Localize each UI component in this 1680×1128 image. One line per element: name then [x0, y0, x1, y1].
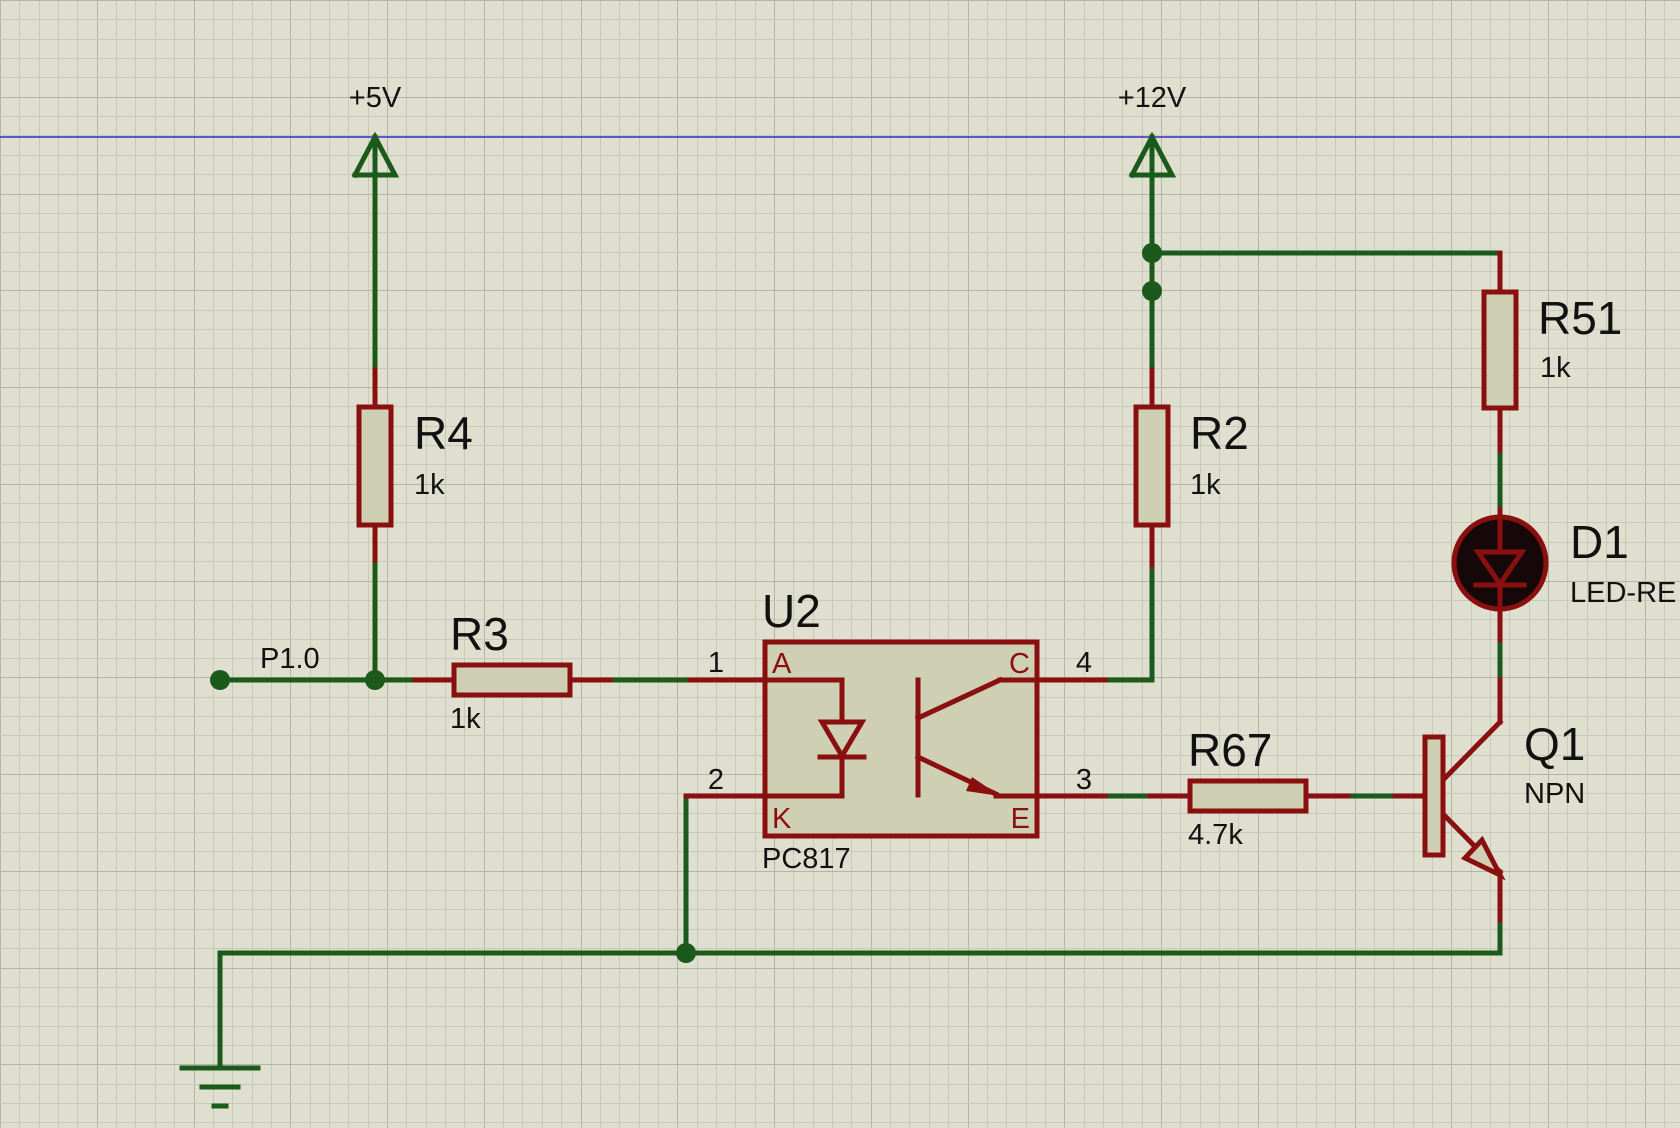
optocoupler-u2[interactable]: U2 PC817 A K C E 1 2 3 4 [708, 585, 1092, 875]
junction-dot [1142, 281, 1162, 301]
u2-pin-a-label: A [772, 648, 792, 680]
power-label-5v: +5V [349, 82, 402, 114]
power-terminal-5v[interactable]: +5V [349, 82, 402, 373]
r3-value-label: 1k [450, 703, 481, 735]
q1-ref-label: Q1 [1524, 718, 1585, 770]
u2-pin1-label: 1 [708, 647, 724, 679]
resistor-r67[interactable]: R67 4.7k [1147, 724, 1351, 851]
r3-ref-label: R3 [450, 608, 509, 660]
junction-dot [1142, 243, 1162, 263]
u2-value-label: PC817 [762, 843, 851, 875]
u2-pin-e-label: E [1011, 803, 1030, 835]
u2-ref-label: U2 [762, 585, 821, 637]
u2-pin-c-label: C [1009, 648, 1030, 680]
net-label-p1-0: P1.0 [260, 643, 320, 675]
resistor-r4[interactable]: R4 1k [356, 367, 473, 683]
r4-value-label: 1k [414, 469, 445, 501]
r4-ref-label: R4 [414, 407, 473, 459]
r51-ref-label: R51 [1538, 292, 1622, 344]
q1-value-label: NPN [1524, 778, 1585, 810]
r67-ref-label: R67 [1188, 724, 1272, 776]
resistor-r3[interactable]: R3 1k [412, 608, 613, 735]
r2-value-label: 1k [1190, 469, 1221, 501]
resistor-r51[interactable]: R51 1k [1481, 289, 1622, 453]
led-d1[interactable]: D1 LED-RE [1451, 507, 1676, 643]
resistor-r2[interactable]: R2 1k [1133, 367, 1249, 568]
ground-symbol[interactable] [179, 1065, 261, 1109]
d1-ref-label: D1 [1570, 516, 1629, 568]
u2-pin2-label: 2 [708, 764, 724, 796]
u2-pin4-label: 4 [1076, 647, 1092, 679]
power-terminal-12v[interactable]: +12V [1118, 82, 1187, 373]
d1-value-label: LED-RE [1570, 577, 1676, 609]
r2-ref-label: R2 [1190, 407, 1249, 459]
net-terminal-p1-0[interactable]: P1.0 [210, 643, 320, 690]
junctions [365, 243, 1162, 963]
junction-dot [365, 670, 385, 690]
u2-pin3-label: 3 [1076, 764, 1092, 796]
r67-value-label: 4.7k [1188, 819, 1243, 851]
u2-pin-k-label: K [772, 803, 792, 835]
transistor-q1[interactable]: Q1 NPN [1422, 677, 1585, 923]
r51-value-label: 1k [1540, 352, 1571, 384]
junction-dot [676, 943, 696, 963]
power-label-12v: +12V [1118, 82, 1187, 114]
